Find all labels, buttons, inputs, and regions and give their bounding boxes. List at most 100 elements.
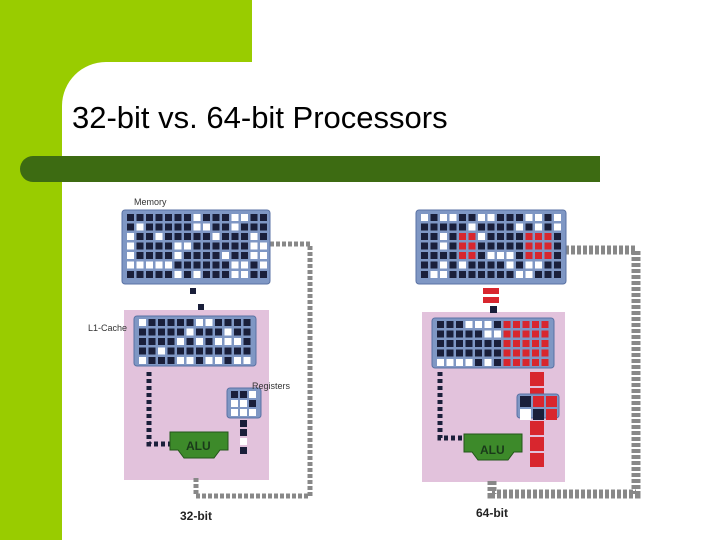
- memory-64bit-cell: [506, 261, 514, 269]
- memory-64bit-cell: [449, 261, 457, 269]
- memory-32bit-cell: [250, 233, 258, 240]
- memory-64bit-cell: [459, 271, 466, 278]
- l1-cache-32bit-cell: [205, 319, 213, 326]
- memory-32bit-cell: [174, 252, 182, 259]
- memory-64bit-cell: [497, 252, 504, 259]
- memory-64bit-cell: [440, 242, 447, 250]
- memory-64bit-cell: [421, 223, 428, 231]
- memory-64bit-cell: [440, 261, 447, 269]
- memory-64bit-cell: [535, 223, 542, 231]
- l1-cache-64bit-cell: [437, 349, 444, 357]
- l1-cache-32bit-cell: [224, 319, 232, 326]
- l1-cache-32bit-cell: [158, 357, 165, 364]
- memory-link-64bit-cell: [490, 306, 497, 313]
- memory-32bit-cell: [241, 223, 248, 231]
- memory-64bit-cell: [554, 214, 561, 221]
- l1-cache-32bit-cell: [205, 357, 213, 364]
- memory-32bit-cell: [146, 233, 153, 240]
- l1-cache-32bit-cell: [139, 338, 146, 345]
- memory-bus-32bit: [193, 241, 313, 499]
- memory-link-64bit-a: [483, 288, 499, 294]
- memory-32bit-cell: [165, 252, 172, 259]
- l1-cache-64bit-cell: [456, 340, 463, 347]
- memory-link-32bit-cell: [190, 296, 196, 302]
- memory-32bit-cell: [260, 233, 267, 240]
- memory-32bit-cell: [184, 223, 191, 231]
- l1-cache-32bit-cell: [177, 328, 184, 336]
- l1-cache-64bit-cell: [532, 359, 539, 366]
- slide-title: 32-bit vs. 64-bit Processors: [72, 100, 448, 135]
- memory-64bit-cell: [459, 233, 466, 240]
- memory-64bit-cell: [544, 223, 552, 231]
- memory-32bit-cell: [174, 242, 182, 250]
- memory-32bit-cell: [203, 252, 210, 259]
- memory-64bit-cell: [449, 223, 457, 231]
- memory-bus-64bit: [487, 245, 641, 499]
- l1-cache-64bit-cell: [532, 321, 539, 328]
- memory-64bit-cell: [487, 261, 495, 269]
- registers-32bit-cell: [249, 391, 256, 398]
- memory-64bit-cell: [478, 261, 485, 269]
- memory-32bit-cell: [165, 242, 172, 250]
- l1-cache-32bit-cell: [224, 328, 232, 336]
- memory-32bit-cell: [231, 242, 239, 250]
- memory-64bit-cell: [544, 214, 552, 221]
- l1-cache-32bit-cell: [139, 347, 146, 355]
- memory-64bit-cell: [544, 242, 552, 250]
- memory-32bit-cell: [193, 223, 201, 231]
- l1-cache-32bit-cell: [224, 338, 232, 345]
- memory-32bit-cell: [184, 233, 191, 240]
- memory-64bit-cell: [535, 242, 542, 250]
- title-underline-bar: [20, 156, 600, 182]
- memory-32bit-cell: [146, 252, 153, 259]
- registers-64bit-cell: [520, 396, 531, 407]
- register-link-32bit-cell: [240, 429, 247, 436]
- l1-cache-64bit-cell: [513, 349, 520, 357]
- l1-cache-32bit-cell: [215, 338, 222, 345]
- l1-cache-64bit-cell: [541, 349, 549, 357]
- memory-32bit-cell: [155, 233, 163, 240]
- memory-64bit-cell: [497, 233, 504, 240]
- memory-32bit-cell: [250, 223, 258, 231]
- memory-64bit-cell: [459, 242, 466, 250]
- l1-cache-32bit-cell: [148, 328, 156, 336]
- registers-32bit-cell: [240, 391, 247, 398]
- register-link-64bit-cell: [530, 421, 544, 435]
- memory-32bit-cell: [146, 223, 153, 231]
- memory-32bit-cell: [184, 271, 191, 278]
- alu-64bit: [463, 433, 523, 461]
- registers-label: Registers: [252, 381, 291, 391]
- l1-cache-64bit-cell: [446, 349, 454, 357]
- memory-32bit-cell: [155, 223, 163, 231]
- l1-cache-64bit-cell: [484, 330, 492, 338]
- l1-cache-32bit-cell: [186, 347, 194, 355]
- memory-32bit-cell: [231, 233, 239, 240]
- l1-cache-64bit-cell: [503, 359, 511, 366]
- caption-64bit: 64-bit: [476, 506, 508, 520]
- memory-64bit-cell: [430, 252, 438, 259]
- memory-32bit-cell: [155, 261, 163, 269]
- memory-32bit-cell: [155, 252, 163, 259]
- l1-cache-64bit-cell: [475, 330, 482, 338]
- memory-64bit-cell: [525, 271, 533, 278]
- memory-64bit-cell: [468, 233, 476, 240]
- memory-64bit-cell: [468, 252, 476, 259]
- l1-cache-64bit-cell: [465, 349, 473, 357]
- memory-32bit-cell: [184, 242, 191, 250]
- memory-64bit-cell: [468, 242, 476, 250]
- alu-32bit: [169, 431, 229, 459]
- memory-64bit-cell: [525, 233, 533, 240]
- memory-32bit-cell: [193, 233, 201, 240]
- l1-cache-32bit-cell: [196, 319, 203, 326]
- registers-32bit-cell: [249, 409, 256, 416]
- memory-32bit-cell: [136, 252, 144, 259]
- memory-link-32bit-cell: [198, 296, 204, 302]
- memory-64bit-cell: [535, 261, 542, 269]
- memory-32bit-cell: [212, 252, 220, 259]
- memory-32bit-cell: [136, 271, 144, 278]
- l1-cache-32bit-cell: [158, 338, 165, 345]
- l1-cache-32bit-cell: [234, 347, 241, 355]
- memory-64bit-cell: [468, 223, 476, 231]
- memory-64bit-cell: [544, 233, 552, 240]
- l1-cache-64bit-cell: [475, 321, 482, 328]
